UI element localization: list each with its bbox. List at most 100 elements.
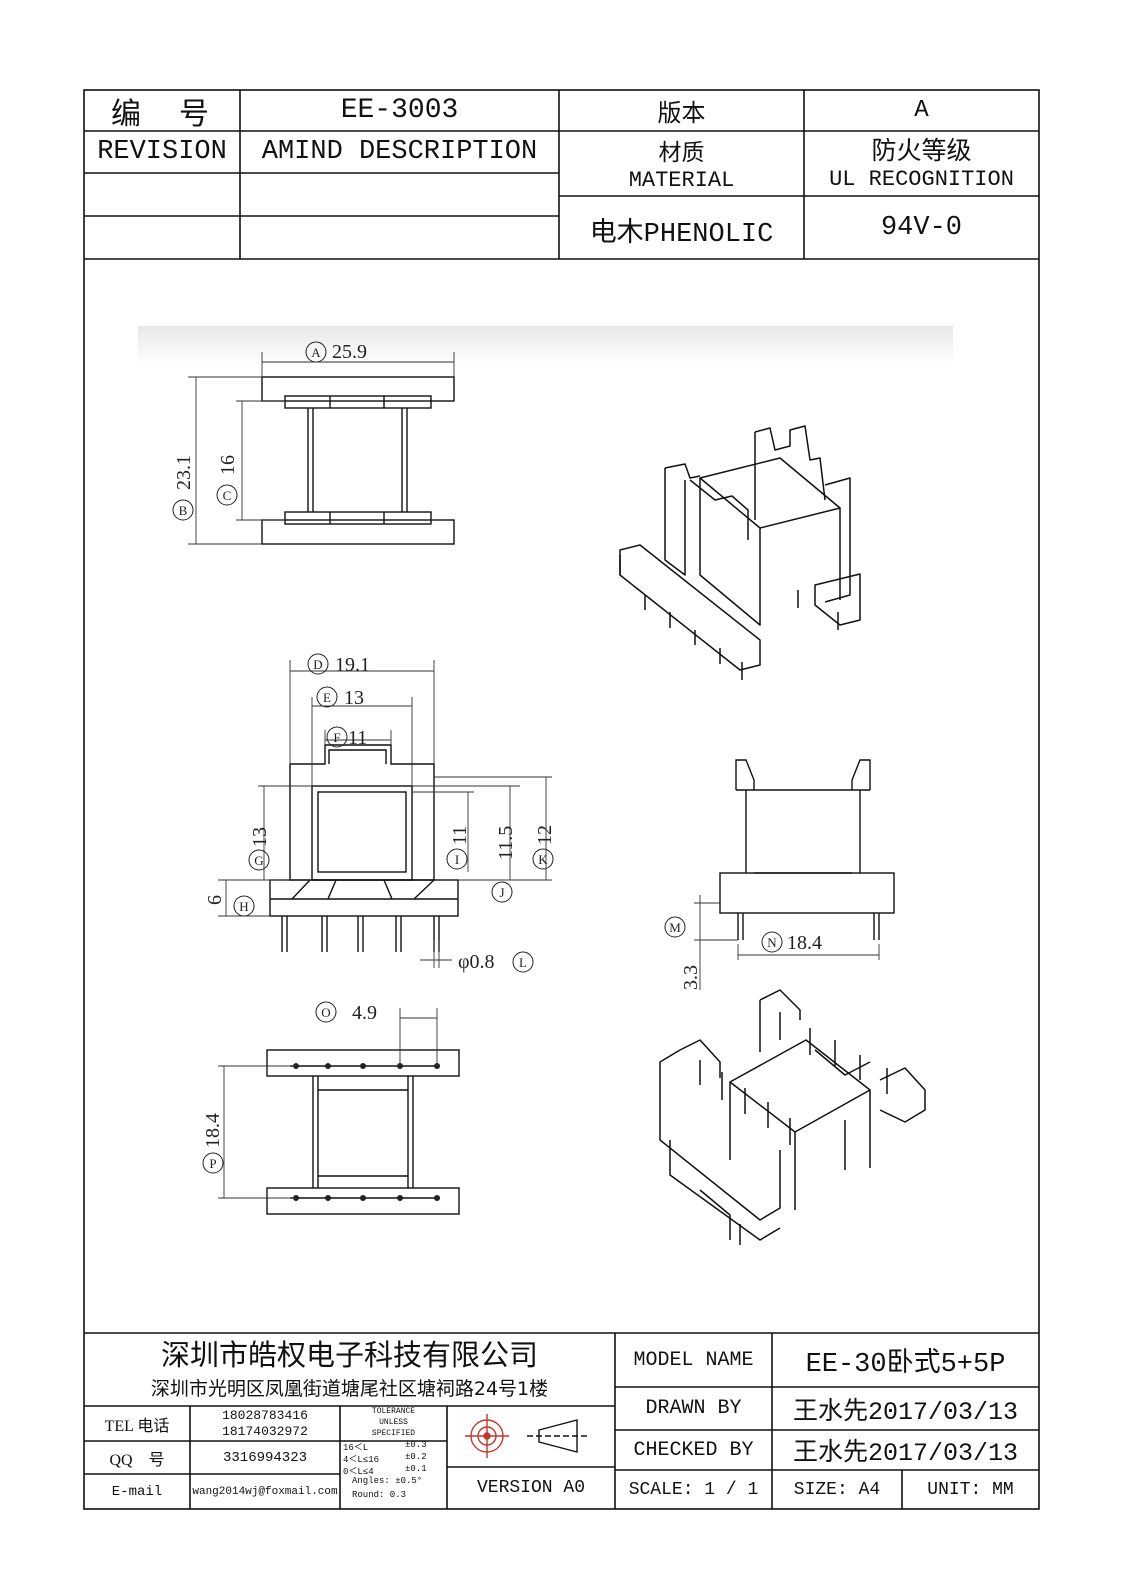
revision-label: REVISION — [97, 137, 227, 167]
dim-b: B 23.1 — [172, 455, 195, 521]
tolerance-range-3: 0＜L≤4 — [343, 1467, 374, 1477]
svg-text:25.9: 25.9 — [332, 341, 367, 363]
material-label-en: MATERIAL — [628, 167, 735, 193]
svg-text:3.3: 3.3 — [680, 965, 702, 990]
dim-g: G 13 — [248, 827, 271, 871]
svg-text:J: J — [499, 885, 504, 900]
svg-text:G: G — [254, 853, 263, 868]
tel-number-1: 18028783416 — [222, 1408, 308, 1423]
checked-by-label: CHECKED BY — [633, 1438, 754, 1462]
svg-text:D: D — [313, 657, 322, 672]
amind-description-label: AMIND DESCRIPTION — [261, 137, 538, 167]
svg-text:23.1: 23.1 — [173, 455, 195, 490]
dim-n: N 18.4 — [761, 931, 822, 954]
part-number: EE-3003 — [340, 95, 459, 126]
material-value: 电木PHENOLIC — [589, 220, 774, 250]
dim-e: E 13 — [316, 686, 364, 709]
svg-text:L: L — [519, 955, 527, 970]
svg-text:18.4: 18.4 — [787, 932, 822, 954]
svg-text:16: 16 — [217, 455, 239, 475]
tolerance-range-1: 16＜L — [343, 1443, 369, 1453]
ul-label-cn: 防火等级 — [871, 138, 972, 165]
svg-text:6: 6 — [204, 895, 226, 905]
email-label: E-mail — [111, 1483, 163, 1500]
svg-text:O: O — [321, 1005, 330, 1020]
company-address: 深圳市光明区凤凰街道塘尾社区塘祠路24号1楼 — [150, 1377, 549, 1400]
svg-text:4.9: 4.9 — [352, 1002, 377, 1024]
svg-text:11: 11 — [348, 727, 367, 749]
svg-text:19.1: 19.1 — [335, 654, 370, 676]
dim-m: M 3.3 — [664, 916, 702, 990]
svg-text:E: E — [323, 690, 331, 705]
version-value: A — [914, 97, 929, 124]
dim-j: J 11.5 — [491, 826, 517, 903]
material-label-cn: 材质 — [658, 140, 705, 165]
svg-text:18.4: 18.4 — [202, 1113, 224, 1148]
scale-text: SCALE: 1 / 1 — [628, 1479, 759, 1500]
tolerance-value-3: ±0.1 — [405, 1464, 427, 1474]
scan-shading — [138, 326, 953, 366]
company-name: 深圳市皓权电子科技有限公司 — [160, 1338, 538, 1372]
dim-f: F 11 — [326, 726, 367, 749]
tolerance-range-2: 4＜L≤16 — [343, 1455, 380, 1465]
dim-k: K 12 — [532, 825, 556, 870]
svg-text:P: P — [209, 1156, 216, 1171]
tolerance-angles: Angles: ±0.5° — [352, 1476, 423, 1486]
dim-i: I 11 — [446, 826, 471, 870]
drawn-by-value: 王水先2017/03/13 — [792, 1397, 1019, 1427]
isometric-view-top — [619, 425, 861, 680]
model-name-label: MODEL NAME — [633, 1348, 754, 1372]
tel-label: TEL 电话 — [104, 1417, 170, 1435]
unit-text: UNIT: MM — [927, 1479, 1014, 1500]
svg-text:φ0.8: φ0.8 — [458, 951, 495, 973]
top-view — [261, 376, 455, 545]
tolerance-title-3: SPECIFIED — [371, 1429, 416, 1438]
qq-number: 3316994323 — [222, 1449, 307, 1466]
dim-l: φ0.8 L — [458, 951, 534, 973]
size-text: SIZE: A4 — [793, 1479, 881, 1500]
svg-text:I: I — [455, 852, 459, 867]
number-label: 编 号 — [111, 97, 213, 131]
tolerance-round: Round: 0.3 — [352, 1490, 407, 1500]
ul-value: 94V-0 — [880, 213, 962, 243]
front-view — [269, 744, 459, 952]
drawn-by-label: DRAWN BY — [645, 1397, 742, 1420]
tel-number-2: 18174032972 — [222, 1424, 308, 1439]
checked-by-value: 王水先2017/03/13 — [792, 1439, 1019, 1468]
dim-c: C 16 — [216, 455, 239, 506]
svg-text:11: 11 — [449, 826, 471, 845]
tolerance-value-1: ±0.3 — [405, 1440, 427, 1450]
tolerance-title-1: TOLERANCE — [371, 1407, 416, 1416]
side-view — [719, 759, 895, 940]
tolerance-title-2: UNLESS — [379, 1418, 408, 1427]
ul-label-en: UL RECOGNITION — [829, 166, 1014, 192]
svg-text:M: M — [669, 920, 681, 935]
svg-text:F: F — [333, 730, 340, 745]
dim-o: O 4.9 — [315, 1001, 377, 1024]
tolerance-value-2: ±0.2 — [405, 1452, 427, 1462]
svg-text:H: H — [239, 899, 248, 914]
email-address: wang2014wj@foxmail.com — [192, 1485, 338, 1498]
projection-symbol-icon — [465, 1414, 589, 1458]
dim-a: A 25.9 — [305, 341, 367, 363]
dim-h: H 6 — [204, 895, 255, 917]
svg-text:13: 13 — [344, 687, 364, 709]
svg-text:B: B — [179, 503, 188, 518]
svg-text:C: C — [223, 488, 232, 503]
svg-text:11.5: 11.5 — [495, 826, 517, 860]
qq-label: QQ 号 — [109, 1451, 165, 1469]
svg-text:A: A — [311, 345, 321, 360]
version-a0: VERSION A0 — [476, 1478, 586, 1498]
svg-text:K: K — [538, 852, 548, 867]
version-label: 版本 — [657, 101, 706, 127]
svg-text:12: 12 — [534, 825, 556, 845]
model-name-value: EE-30卧式5+5P — [805, 1350, 1006, 1380]
isometric-view-bottom — [659, 989, 926, 1245]
svg-text:13: 13 — [249, 827, 271, 847]
bottom-view — [266, 1049, 460, 1215]
dim-p: P 18.4 — [202, 1113, 224, 1174]
svg-text:N: N — [767, 935, 777, 950]
dim-d: D 19.1 — [307, 653, 370, 676]
